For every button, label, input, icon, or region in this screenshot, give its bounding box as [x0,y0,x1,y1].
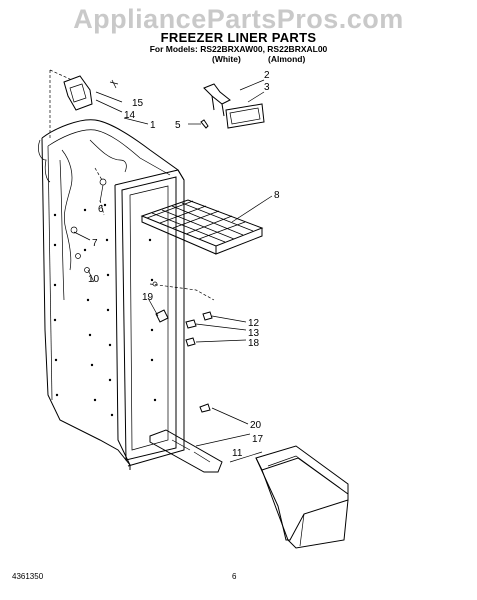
freezer-liner-part [38,69,185,470]
callout-20: 20 [250,420,262,431]
variant-white-label: (White) [212,54,241,64]
watermark: AppliancePartsPros.com [73,4,404,34]
callout-15: 15 [132,98,144,109]
wire-shelf-part [140,199,264,255]
callout-17: 17 [252,434,264,445]
callout-12: 12 [248,318,260,329]
bracket-part [63,75,119,111]
callout-18: 18 [248,338,260,349]
fastener-parts [149,281,215,413]
callout-7: 7 [92,238,98,249]
callout-3: 3 [264,82,270,93]
callout-1: 1 [150,120,156,131]
variant-almond-label: (Almond) [268,54,306,64]
drawer-rail-part [149,429,223,473]
callout-2: 2 [264,70,270,81]
callout-10: 10 [88,274,100,285]
page-number: 6 [232,572,237,581]
callout-6: 6 [98,204,104,215]
callout-8: 8 [274,190,280,201]
callout-leader-lines [73,79,273,463]
callout-13: 13 [248,328,260,339]
freezer-bin-part [255,445,349,549]
document-number: 4361350 [12,572,44,581]
callout-19: 19 [142,292,154,303]
callout-11: 11 [232,448,243,459]
page-title: FREEZER LINER PARTS [160,30,317,45]
callout-14: 14 [124,110,136,121]
cover-and-mount-parts [200,83,265,129]
callout-5: 5 [175,120,181,131]
model-numbers: For Models: RS22BRXAW00, RS22BRXAL00 [149,44,328,54]
callout-numbers: 15 14 1 2 3 5 6 7 8 10 19 12 13 18 20 17… [88,70,280,459]
